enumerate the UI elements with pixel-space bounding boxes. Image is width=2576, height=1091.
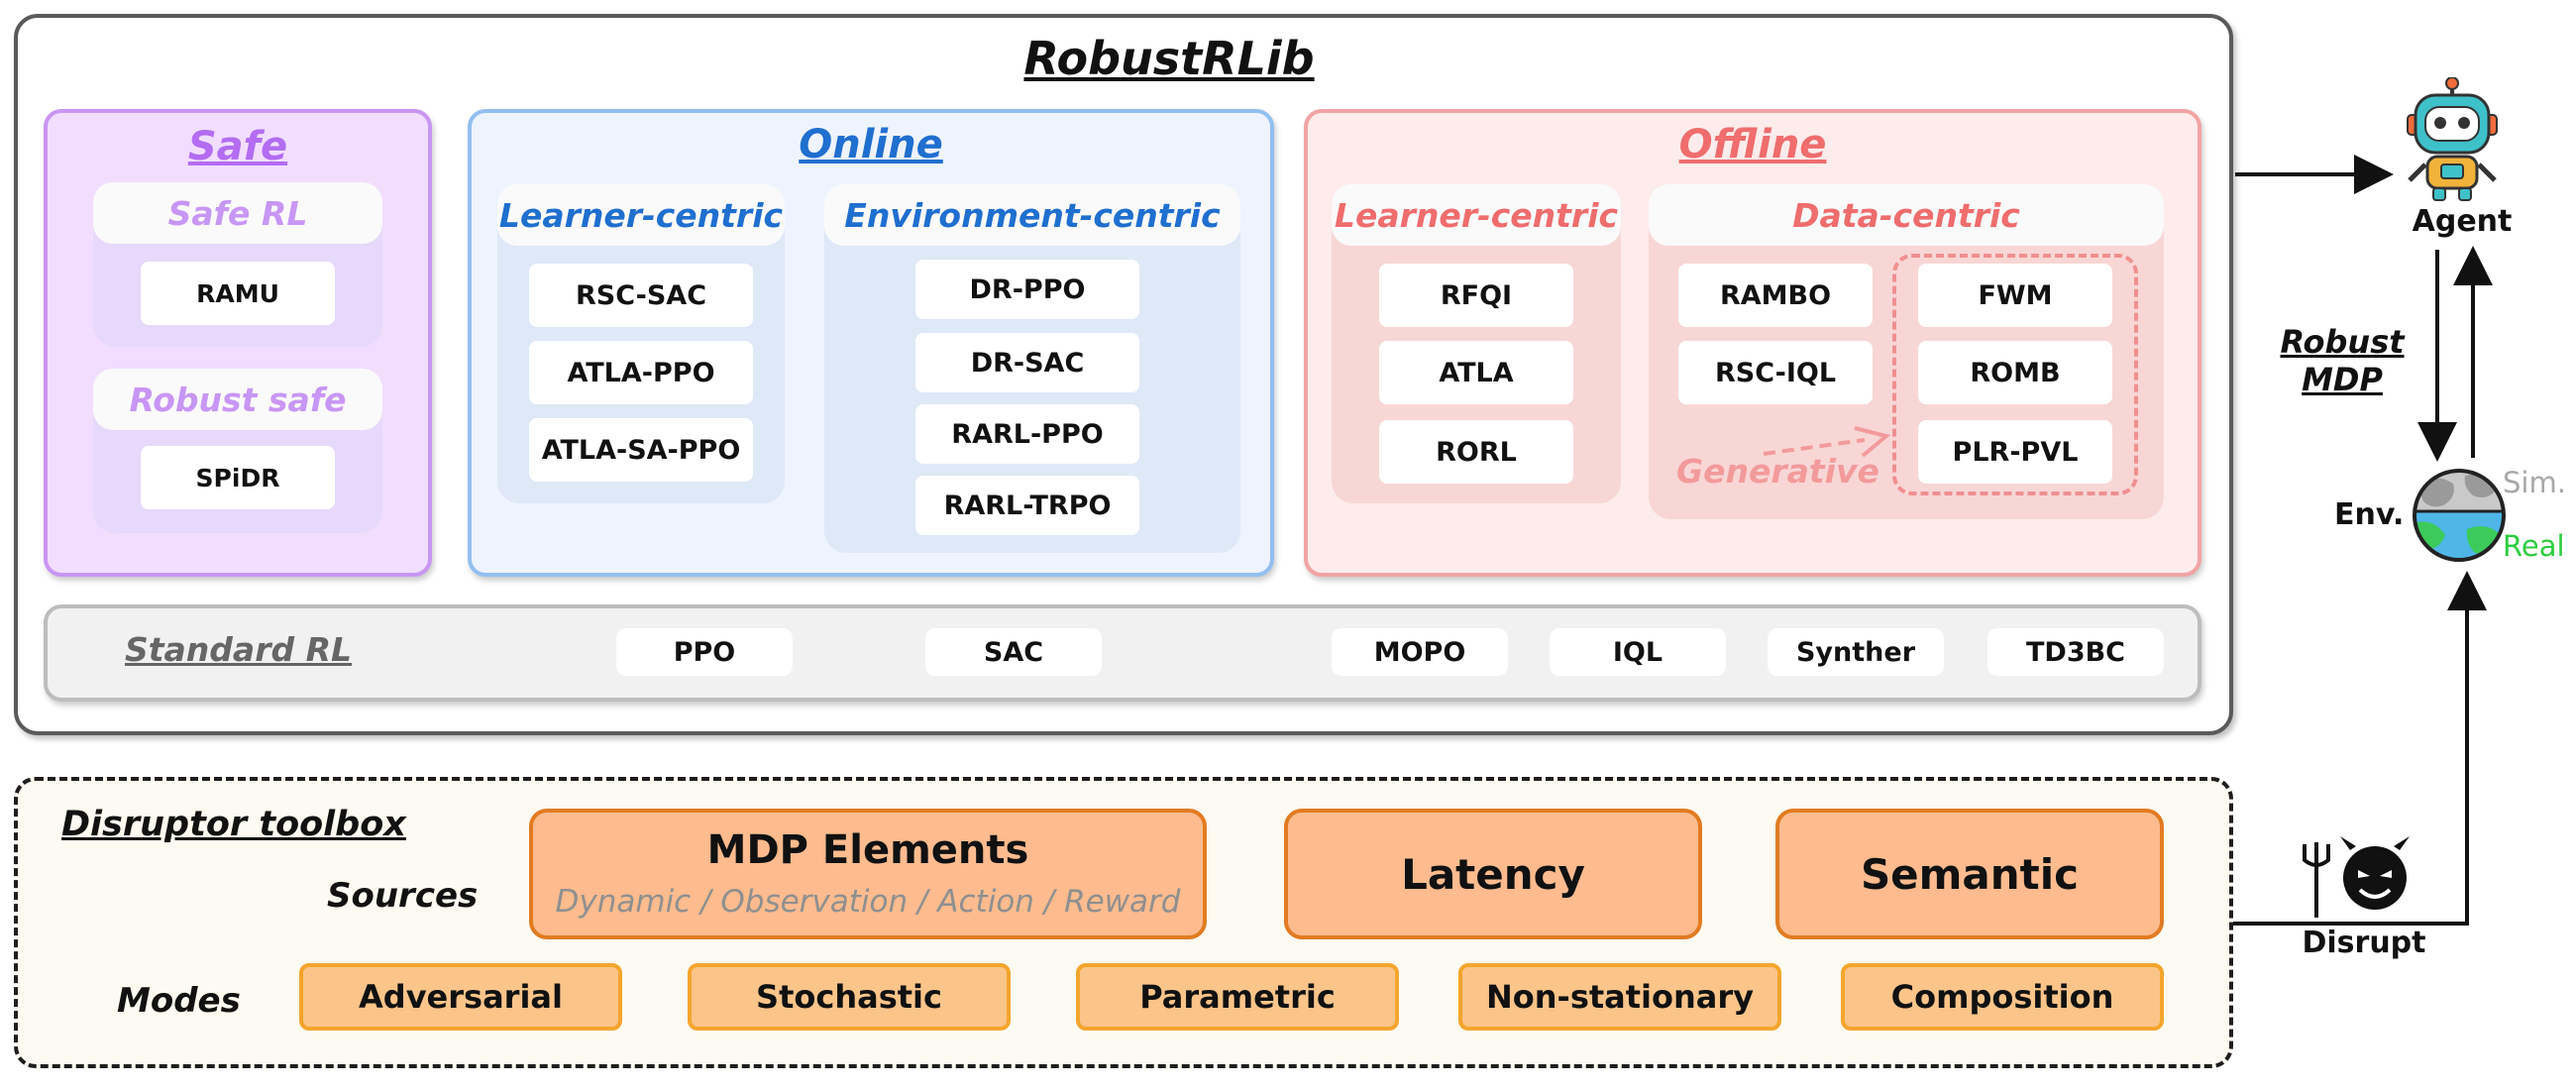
method-rsc-iql: RSC-IQL [1678,341,1873,404]
robust-mdp-line2: MDP [2302,361,2383,398]
std-mopo: MOPO [1332,628,1508,676]
disrupt-label: Disrupt [2302,926,2426,960]
mode-non-stationary: Non-stationary [1458,963,1781,1031]
method-rarl-ppo: RARL-PPO [915,404,1139,464]
method-plr-pvl: PLR-PVL [1918,420,2112,484]
mode-adversarial: Adversarial [299,963,622,1031]
method-atla: ATLA [1379,341,1573,404]
env-label: Env. [2334,497,2405,532]
source-latency: Latency [1284,809,1702,939]
std-synther: Synther [1768,628,1944,676]
generative-arrow [1763,426,1891,458]
safe-title: Safe [187,124,288,169]
sources-label: Sources [327,876,479,916]
method-atla-sa-ppo: ATLA-SA-PPO [529,418,753,482]
robust-safe-label: Robust safe [93,369,382,430]
source-mdp-elements [529,809,1207,939]
real-label: Real [2503,529,2565,563]
online-title: Online [799,122,943,167]
safe-rl-label: Safe RL [93,182,382,244]
method-rorl: RORL [1379,420,1573,484]
agent-label: Agent [2412,204,2513,239]
source-mdp-elements-label: MDP Elements [706,827,1029,873]
std-sac: SAC [925,628,1102,676]
method-rambo: RAMBO [1678,264,1873,327]
method-rfqi: RFQI [1379,264,1573,327]
method-dr-sac: DR-SAC [915,333,1139,392]
modes-label: Modes [117,981,241,1021]
sim-label: Sim. [2503,466,2566,499]
method-spidr: SPiDR [141,446,335,509]
method-dr-ppo: DR-PPO [915,260,1139,319]
robustrlib-frame [14,14,2233,735]
generative-dashed-box [1892,254,2138,495]
robust-mdp-line1: Robust [2280,323,2405,361]
method-rarl-trpo: RARL-TRPO [915,476,1139,535]
std-td3bc: TD3BC [1987,628,2164,676]
mode-parametric: Parametric [1076,963,1399,1031]
offline-title: Offline [1678,122,1827,167]
generative-label: Generative [1676,452,1879,491]
std-ppo: PPO [616,628,793,676]
source-mdp-elements-sub: Dynamic / Observation / Action / Reward [555,884,1181,920]
std-iql: IQL [1550,628,1726,676]
online-learner-label: Learner-centric [497,184,785,246]
method-fwm: FWM [1918,264,2112,327]
mode-stochastic: Stochastic [688,963,1011,1031]
method-rsc-sac: RSC-SAC [529,264,753,327]
globe-icon [2413,469,2506,562]
method-ramu: RAMU [141,262,335,325]
offline-data-label: Data-centric [1649,184,2164,246]
source-semantic: Semantic [1775,809,2164,939]
disruptor-title: Disruptor toolbox [61,805,406,844]
robot-icon [2407,77,2498,201]
pitchfork-icon [2303,842,2330,918]
method-atla-ppo: ATLA-PPO [529,341,753,404]
offline-learner-label: Learner-centric [1332,184,1621,246]
method-romb: ROMB [1918,341,2112,404]
devil-icon [2303,836,2410,918]
standard-rl-label: Standard RL [125,630,353,669]
mode-composition: Composition [1841,963,2164,1031]
robustrlib-title: RobustRLib [1023,32,1315,85]
online-environment-label: Environment-centric [824,184,1240,246]
